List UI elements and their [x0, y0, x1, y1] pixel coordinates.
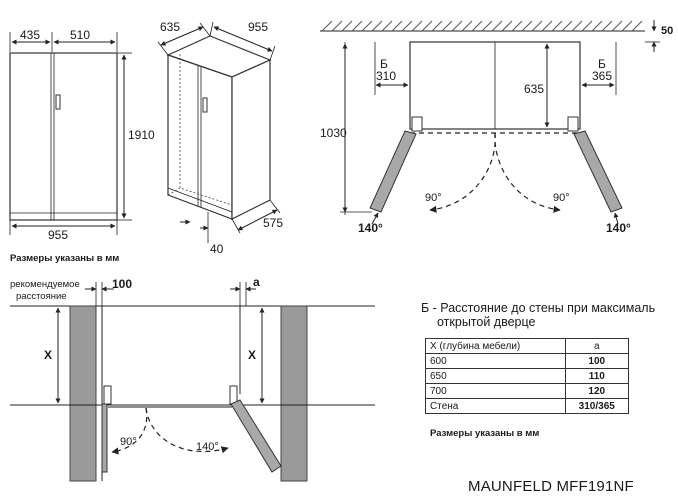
table-row: 650 110: [425, 368, 630, 384]
table-cell-depth: 650: [425, 368, 566, 384]
table-cell-a: 110: [564, 368, 630, 384]
install-angle-90: 90°: [120, 436, 137, 448]
dim-front-height: 1910: [128, 128, 155, 142]
top-view: 50 Б 310 Б 365 635 1030 90° 90°: [320, 20, 673, 235]
dim-iso-door-gap: 40: [210, 242, 224, 256]
table-title-line2: открытой дверце: [437, 315, 536, 329]
door-open-right: [573, 130, 623, 213]
table-cell-depth: 600: [425, 353, 566, 369]
recommended-label-1: рекомендуемое: [10, 279, 80, 290]
table-header-row: X (глубина мебели) a: [425, 338, 630, 354]
dim-front-right: 510: [70, 28, 90, 42]
dim-top-depth: 635: [524, 82, 544, 96]
wall-hatch: [321, 20, 643, 32]
door-140: [230, 399, 282, 473]
dim-b-left: 310: [376, 69, 396, 83]
units-note-left: Размеры указаны в мм: [10, 253, 120, 264]
dim-iso-depth: 635: [160, 20, 180, 34]
door-open-left: [369, 130, 417, 213]
table-row: Стена 310/365: [425, 398, 630, 414]
dim-b-right: 365: [592, 69, 612, 83]
table-cell-depth: 700: [425, 383, 566, 399]
angle-90-left: 90°: [425, 192, 442, 204]
table-header-depth: X (глубина мебели): [425, 338, 566, 354]
fridge-handle: [55, 94, 61, 110]
table-title: Б - Расстояние до стены при максималь от…: [421, 301, 673, 329]
dim-iso-width: 955: [248, 20, 268, 34]
install-angle-140: 140°: [196, 441, 219, 453]
table-cell-a: 310/365: [564, 398, 630, 414]
door-90: [101, 403, 108, 473]
install-view: 90° 140° 100 рекомендуемое расстояние a …: [10, 275, 375, 482]
angle-140-left: 140°: [358, 221, 383, 235]
fridge-front-body: [9, 52, 118, 221]
table-title-line1: Б - Расстояние до стены при максималь: [421, 301, 656, 315]
angle-90-right: 90°: [553, 192, 570, 204]
units-note-right: Размеры указаны в мм: [430, 428, 540, 439]
distance-table: X (глубина мебели) a 600 100 650 110 700…: [425, 338, 630, 414]
install-gap-a: a: [253, 275, 260, 289]
label-b-left: Б: [380, 57, 388, 71]
cabinet-post-left: [69, 305, 97, 482]
recommended-label-2: расстояние: [16, 291, 67, 302]
install-x-right: X: [248, 348, 256, 362]
table-cell-a: 120: [564, 383, 630, 399]
install-gap-value: 100: [112, 277, 132, 291]
table-header-a: a: [564, 338, 630, 354]
table-row: 600 100: [425, 353, 630, 369]
table-row: 700 120: [425, 383, 630, 399]
dim-top-open: 1030: [320, 126, 347, 140]
table-cell-a: 100: [564, 353, 630, 369]
iso-view: 635 955 575 40: [157, 20, 283, 256]
cabinet-post-right: [280, 305, 308, 482]
angle-140-right: 140°: [606, 221, 631, 235]
model-name: MAUNFELD MFF191NF: [468, 478, 634, 495]
dim-iso-depth-body: 575: [263, 216, 283, 230]
dim-wall-gap: 50: [661, 25, 673, 37]
front-view: 435 510 1910 955: [9, 28, 155, 242]
dim-front-left: 435: [20, 28, 40, 42]
table-cell-depth: Стена: [425, 398, 566, 414]
dim-front-total: 955: [48, 228, 68, 242]
label-b-right: Б: [598, 57, 606, 71]
install-x-left: X: [44, 348, 52, 362]
